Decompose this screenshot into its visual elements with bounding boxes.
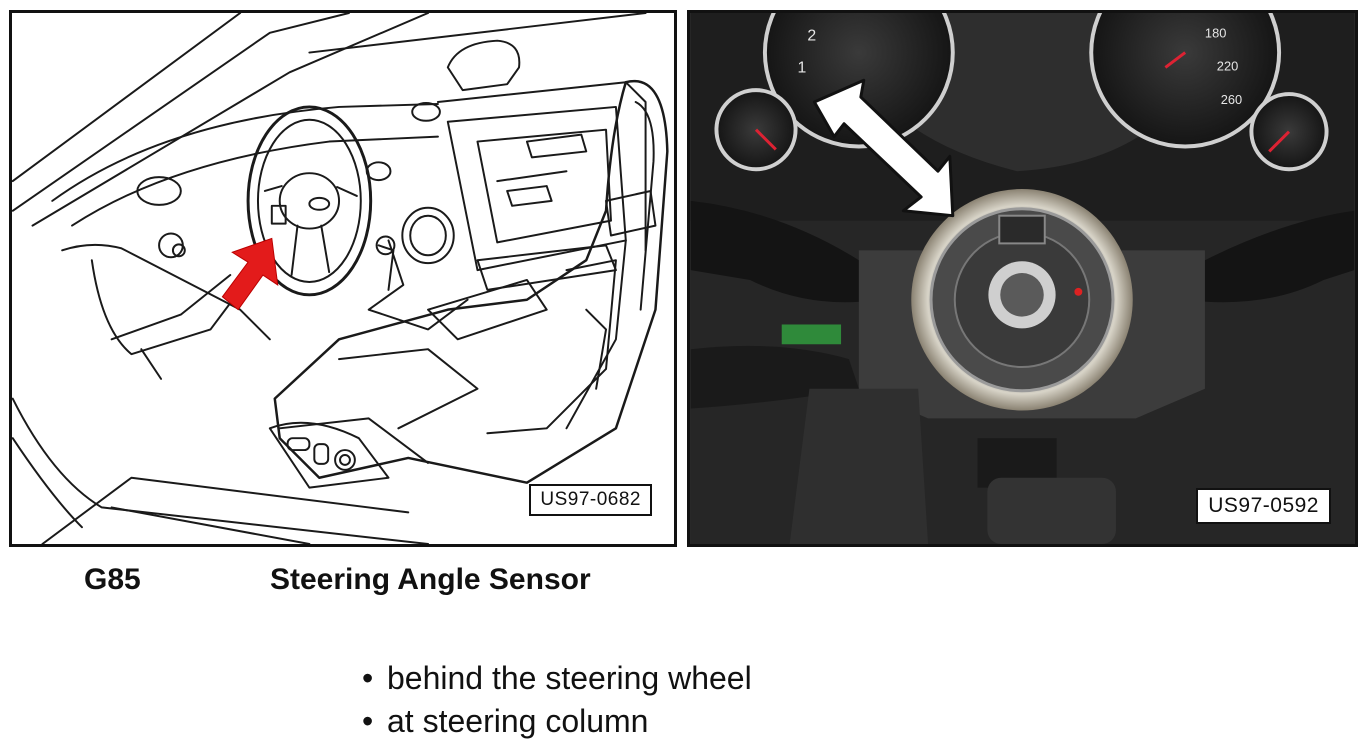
- location-bullet-list: • behind the steering wheel • at steering …: [362, 657, 752, 743]
- figure-reference-label: US97-0592: [1196, 488, 1331, 524]
- location-arrow-icon: [221, 237, 279, 311]
- svg-text:220: 220: [1217, 58, 1238, 73]
- bullet-text: behind the steering wheel: [387, 660, 752, 696]
- list-item: • at steering column: [362, 700, 752, 743]
- svg-text:1: 1: [798, 59, 807, 76]
- bullet-glyph: •: [362, 703, 374, 739]
- list-item: • behind the steering wheel: [362, 657, 752, 700]
- location-arrow-icon: [812, 78, 955, 218]
- component-title: Steering Angle Sensor: [270, 563, 591, 596]
- steering-angle-sensor-photo: 2 1 180 220 260: [690, 13, 1355, 544]
- figure-reference-label: US97-0682: [529, 484, 652, 516]
- bullet-glyph: •: [362, 660, 374, 696]
- bullet-text: at steering column: [387, 703, 649, 739]
- car-interior-illustration: [12, 13, 669, 544]
- svg-text:2: 2: [807, 28, 816, 45]
- component-code: G85: [84, 563, 141, 596]
- svg-text:260: 260: [1221, 92, 1242, 107]
- steering-column-photo: 2 1 180 220 260 US97-059: [687, 10, 1358, 547]
- svg-text:180: 180: [1205, 26, 1226, 41]
- interior-line-drawing: US97-0682: [9, 10, 677, 547]
